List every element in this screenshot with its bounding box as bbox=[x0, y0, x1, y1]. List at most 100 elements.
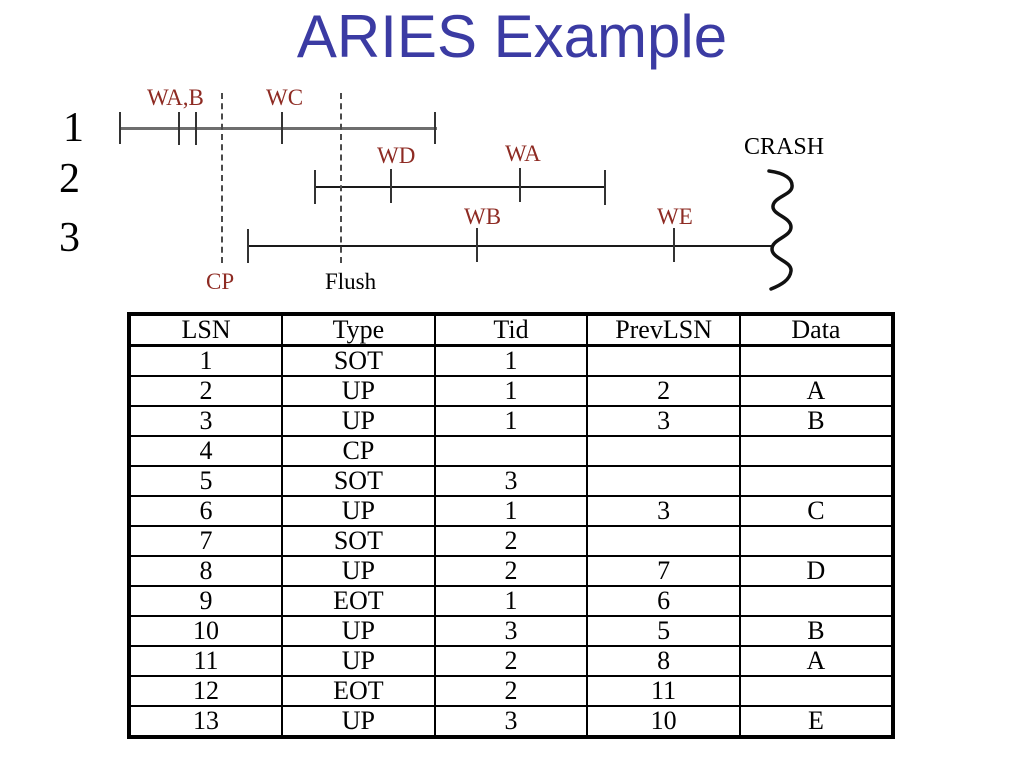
table-cell bbox=[738, 525, 894, 557]
table-cell: C bbox=[738, 495, 894, 527]
table-cell: A bbox=[738, 375, 894, 407]
txn-3-timeline bbox=[248, 245, 772, 247]
table-cell: 1 bbox=[433, 405, 589, 437]
table-cell: 3 bbox=[433, 465, 589, 497]
txn-1-label: 1 bbox=[63, 105, 84, 151]
col-header-prevlsn: PrevLSN bbox=[586, 313, 741, 347]
table-cell: 10 bbox=[586, 705, 741, 738]
txn-1-write-a-tick bbox=[178, 112, 180, 145]
table-cell: E bbox=[738, 705, 894, 738]
table-cell: UP bbox=[281, 555, 436, 587]
table-cell: 1 bbox=[433, 344, 589, 377]
table-cell: 2 bbox=[433, 675, 589, 707]
table-cell: 7 bbox=[586, 555, 741, 587]
col-header-lsn: LSN bbox=[128, 313, 284, 347]
table-cell bbox=[433, 435, 589, 467]
table-cell: 2 bbox=[586, 375, 741, 407]
table-cell: 12 bbox=[128, 675, 284, 707]
table-cell: 5 bbox=[586, 615, 741, 647]
table-cell: 11 bbox=[586, 675, 741, 707]
table-cell: 1 bbox=[128, 344, 284, 377]
col-header-data: Data bbox=[738, 313, 894, 347]
table-cell: EOT bbox=[281, 675, 436, 707]
checkpoint-dashed-line bbox=[221, 93, 223, 263]
txn-3-start-tick bbox=[247, 229, 249, 263]
page-title: ARIES Example bbox=[296, 3, 728, 70]
table-cell: 1 bbox=[433, 495, 589, 527]
table-cell: 3 bbox=[586, 495, 741, 527]
table-cell: UP bbox=[281, 645, 436, 677]
table-cell: 3 bbox=[433, 615, 589, 647]
txn-2-timeline bbox=[315, 186, 606, 188]
txn-3-label: 3 bbox=[59, 215, 80, 261]
table-cell: D bbox=[738, 555, 894, 587]
crash-label: CRASH bbox=[744, 134, 825, 160]
txn-1-write-c-tick bbox=[281, 112, 283, 144]
table-cell: 8 bbox=[586, 645, 741, 677]
table-cell: 5 bbox=[128, 465, 284, 497]
table-cell bbox=[586, 435, 741, 467]
table-cell bbox=[586, 465, 741, 497]
table-cell: 8 bbox=[128, 555, 284, 587]
table-cell: 2 bbox=[433, 555, 589, 587]
table-cell: EOT bbox=[281, 585, 436, 617]
table-cell: 6 bbox=[128, 495, 284, 527]
crash-squiggle-icon bbox=[767, 169, 794, 291]
write-e-label: WE bbox=[657, 204, 693, 229]
table-cell: 2 bbox=[128, 375, 284, 407]
table-cell: 13 bbox=[128, 705, 284, 738]
table-cell: 10 bbox=[128, 615, 284, 647]
table-cell bbox=[738, 435, 894, 467]
table-cell: 3 bbox=[128, 405, 284, 437]
txn-1-end-tick bbox=[434, 112, 436, 144]
flush-dashed-line bbox=[340, 93, 342, 263]
txn-3-write-b-tick bbox=[476, 228, 478, 262]
table-cell bbox=[738, 585, 894, 617]
table-cell: 3 bbox=[433, 705, 589, 738]
table-cell: 7 bbox=[128, 525, 284, 557]
col-header-tid: Tid bbox=[433, 313, 589, 347]
write-c-label: WC bbox=[266, 85, 304, 110]
txn-2-write-a-tick bbox=[519, 168, 521, 202]
table-cell: SOT bbox=[281, 344, 436, 377]
table-cell bbox=[586, 525, 741, 557]
table-cell: UP bbox=[281, 705, 436, 738]
txn-2-end-tick bbox=[604, 170, 606, 205]
col-header-type: Type bbox=[281, 313, 436, 347]
table-cell: SOT bbox=[281, 525, 436, 557]
table-cell bbox=[586, 344, 741, 377]
table-cell: 4 bbox=[128, 435, 284, 467]
write-ab-label: WA,B bbox=[147, 85, 204, 110]
table-cell: B bbox=[738, 615, 894, 647]
table-cell: UP bbox=[281, 495, 436, 527]
table-cell: 1 bbox=[433, 585, 589, 617]
txn-2-write-d-tick bbox=[390, 169, 392, 203]
flush-label: Flush bbox=[325, 269, 377, 294]
table-cell: CP bbox=[281, 435, 436, 467]
table-cell: A bbox=[738, 645, 894, 677]
table-cell: 11 bbox=[128, 645, 284, 677]
txn-2-label: 2 bbox=[59, 156, 80, 202]
table-cell: 1 bbox=[433, 375, 589, 407]
write-a-label: WA bbox=[505, 141, 541, 166]
write-b-label: WB bbox=[464, 204, 502, 229]
txn-1-start-tick bbox=[119, 112, 121, 144]
write-d-label: WD bbox=[377, 143, 416, 168]
txn-1-write-b-tick bbox=[195, 112, 197, 145]
table-cell bbox=[738, 344, 894, 377]
table-cell: UP bbox=[281, 615, 436, 647]
table-cell bbox=[738, 465, 894, 497]
table-cell: SOT bbox=[281, 465, 436, 497]
